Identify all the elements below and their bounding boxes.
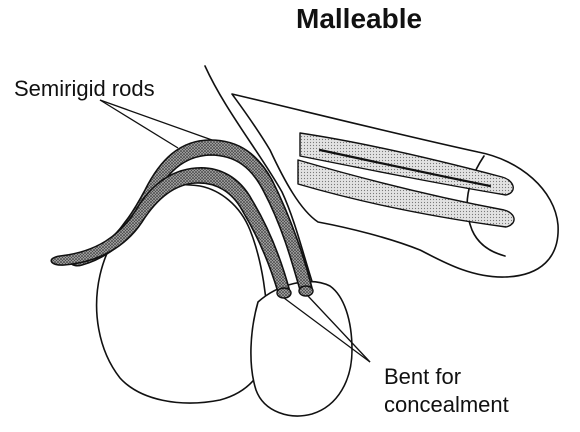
rods-label: Semirigid rods: [14, 76, 155, 101]
diagram-title: Malleable: [296, 3, 422, 34]
rod-tip-front: [299, 286, 313, 296]
scrotum-right: [251, 282, 352, 416]
bent-label-line2: concealment: [384, 392, 509, 417]
bent-label-line1: Bent for: [384, 364, 461, 389]
rod-tip-back: [277, 288, 291, 298]
scrotum-left: [97, 185, 268, 403]
